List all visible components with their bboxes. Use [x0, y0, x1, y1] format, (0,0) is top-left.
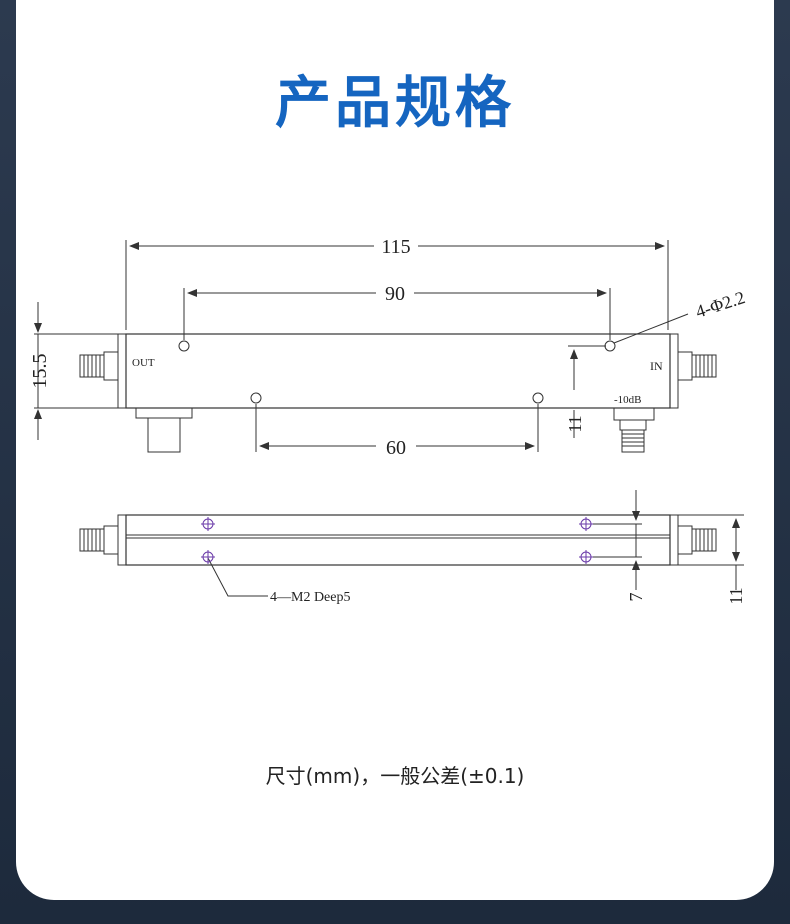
side-left-connector: [79, 525, 119, 555]
port-coupled-label: -10dB: [614, 394, 642, 406]
right-flange: [669, 333, 679, 409]
side-right-connector: [677, 525, 717, 555]
mount-hole: [178, 340, 190, 352]
thread-mark: [201, 550, 215, 564]
dim-thread-spacing-label: 7: [626, 593, 646, 602]
mount-hole: [532, 392, 544, 404]
port-in-label: IN: [650, 359, 663, 373]
page-title: 产品规格: [275, 71, 515, 136]
technical-drawing: 115 90 60 15.5 11 4-Φ2.2 OUT IN -10dB: [29, 236, 747, 605]
port-out-label: OUT: [132, 357, 155, 369]
thread-mark: [579, 550, 593, 564]
mount-hole: [250, 392, 262, 404]
out-connector: [79, 351, 119, 381]
dim-length-label: 115: [381, 236, 410, 258]
coupled-connector: [613, 407, 655, 453]
thread-mark: [579, 517, 593, 531]
dim-hole-offset-label: 11: [565, 415, 585, 432]
coupler-body: [125, 333, 671, 409]
dim-thickness-label: 11: [726, 587, 746, 604]
thread-callout-label: 4—M2 Deep5: [270, 590, 351, 605]
spec-card: 产品规格: [16, 0, 774, 900]
dimension-caption: 尺寸(mm)，一般公差(±0.1): [265, 764, 525, 788]
dim-hole-pitch-top-label: 90: [385, 283, 405, 305]
top-view: [34, 240, 717, 453]
terminator-stub: [135, 407, 193, 453]
thread-mark: [201, 517, 215, 531]
dim-height-label: 15.5: [29, 354, 51, 389]
threaded-holes: [201, 517, 593, 564]
dim-hole-pitch-bottom-label: 60: [386, 437, 406, 459]
in-connector: [677, 351, 717, 381]
hole-callout-label: 4-Φ2.2: [693, 287, 747, 322]
side-view: [79, 490, 744, 597]
mount-hole: [604, 340, 616, 352]
left-flange: [117, 333, 127, 409]
